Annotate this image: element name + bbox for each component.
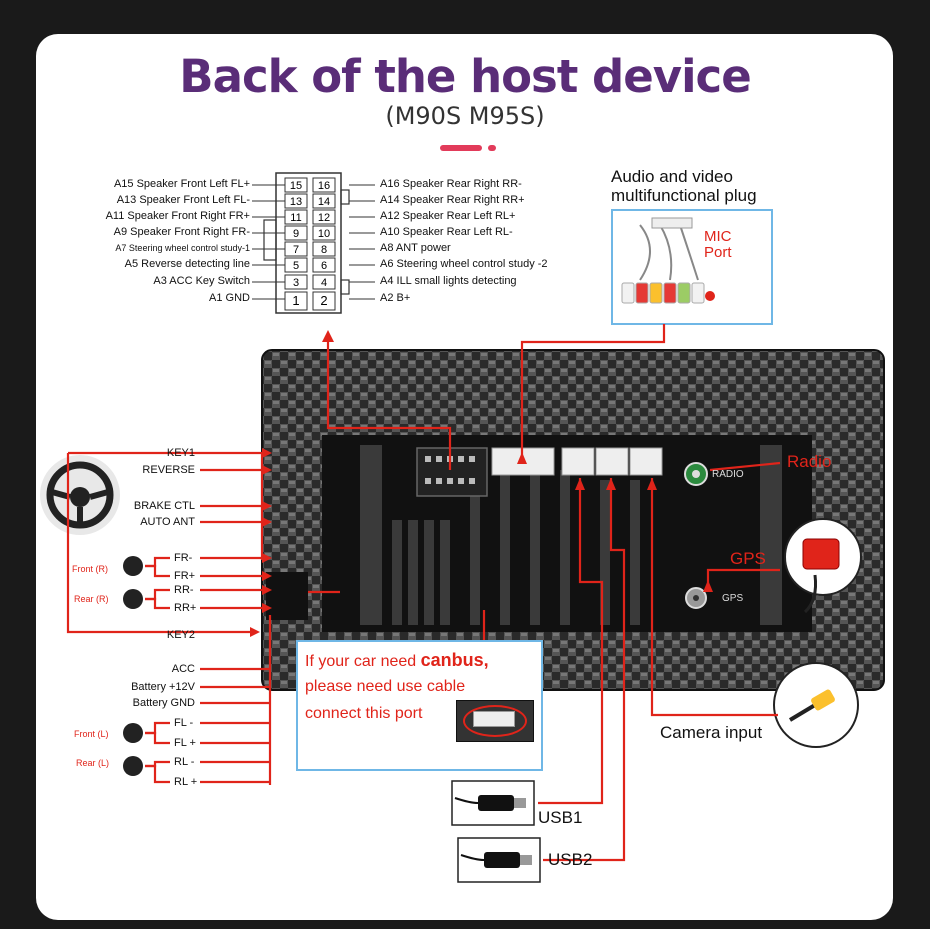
pin-label-right: A4 ILL small lights detecting (380, 275, 517, 287)
pin-number: 14 (318, 196, 330, 208)
pin-label-right: A10 Speaker Rear Left RL- (380, 226, 513, 238)
rear-r-label: Rear (R) (74, 594, 109, 604)
pin-label-right: A16 Speaker Rear Right RR- (380, 178, 522, 190)
mic-port-label-1: MIC (704, 228, 732, 245)
pin-box-10 (312, 225, 336, 241)
wire-rl-plus: RL + (174, 776, 198, 788)
gps-jack-label: GPS (722, 593, 744, 604)
pin-number: 11 (290, 212, 301, 224)
pin-box-8 (312, 241, 336, 257)
pin-label-right: A6 Steering wheel control study -2 (380, 258, 548, 270)
canbus-line-3: connect this port (305, 705, 423, 722)
pin-label-right: A12 Speaker Rear Left RL+ (380, 210, 516, 222)
wire-acc: ACC (171, 663, 195, 675)
pin-number: 6 (321, 260, 327, 272)
pin-box-16 (312, 177, 336, 193)
pin-number: 16 (318, 180, 330, 192)
gps-antenna-icon (784, 518, 862, 614)
canbus-line-1a: If your car need (305, 653, 421, 670)
front-l-label: Front (L) (74, 729, 109, 739)
usb2-label: USB2 (548, 850, 593, 869)
av-plug-title-1: Audio and video (611, 167, 733, 186)
pin-label-left: A13 Speaker Front Left FL- (116, 194, 250, 206)
usb1-label: USB1 (538, 808, 583, 827)
wire-auto-ant: AUTO ANT (140, 516, 195, 528)
wire-reverse: REVERSE (142, 464, 195, 476)
pin-number: 9 (293, 228, 299, 240)
mic-port-label-2: Port (704, 244, 732, 261)
pin-box-14 (312, 193, 336, 209)
pin-number: 10 (318, 228, 330, 240)
pin-label-right: A14 Speaker Rear Right RR+ (380, 194, 525, 206)
rear-l-label: Rear (L) (76, 758, 110, 768)
arrow-heads (250, 330, 713, 637)
wire-key1: KEY1 (166, 447, 195, 459)
pin-number: 8 (321, 244, 327, 256)
canbus-line-1: If your car need canbus, (305, 650, 489, 671)
pin-label-left: A11 Speaker Front Right FR+ (105, 210, 250, 222)
page-title: Back of the host device (179, 50, 751, 103)
pin-label-left: A5 Reverse detecting line (124, 258, 250, 270)
wire-fr-minus: FR- (174, 552, 193, 564)
wire-fr-plus: FR+ (174, 570, 196, 582)
page-subtitle: (M90S M95S) (385, 102, 545, 130)
wire-battery: Battery +12V (131, 681, 195, 693)
red-wires (66, 324, 781, 862)
canbus-line-2: please need use cable (305, 678, 466, 695)
pin-box-1 (284, 291, 308, 311)
wire-fl-plus: FL + (174, 737, 196, 749)
front-r-label: Front (R) (72, 564, 108, 574)
camera-input-label: Camera input (660, 723, 763, 742)
wire-brake: BRAKE CTL (133, 500, 195, 512)
pin-number: 13 (290, 196, 302, 208)
pin-leader-lines (252, 184, 375, 300)
pinout-connector (263, 172, 350, 314)
canbus-emphasis: canbus, (420, 650, 489, 670)
pin-label-left: A3 ACC Key Switch (153, 275, 250, 287)
pin-number: 12 (318, 212, 330, 224)
canbus-port-photo (456, 700, 534, 742)
camera-jack-icon (773, 662, 859, 748)
av-plug-box (611, 209, 773, 325)
pin-label-right: A8 ANT power (380, 242, 451, 254)
wire-rr-plus: RR+ (174, 602, 197, 614)
steering-wheel-icon (40, 455, 120, 535)
pin-box-12 (312, 209, 336, 225)
wire-fl-minus: FL - (174, 717, 194, 729)
radio-label: Radio (787, 452, 832, 471)
wire-rr-minus: RR- (174, 584, 194, 596)
radio-jack-label: RADIO (712, 469, 744, 480)
pin-number: 2 (320, 293, 327, 308)
wire-key2: KEY2 (166, 629, 195, 641)
host-device (261, 349, 885, 691)
pin-number: 3 (293, 277, 299, 289)
gps-label: GPS (730, 549, 766, 568)
pin-label-left: A7 Steering wheel control study-1 (115, 243, 250, 253)
pin-number: 1 (292, 293, 299, 308)
divider-dot (488, 145, 496, 151)
wire-rl-minus: RL - (174, 756, 195, 768)
pin-label-right: A2 B+ (380, 292, 411, 304)
divider-dash (440, 145, 482, 151)
pin-box-2 (312, 291, 336, 311)
canbus-note-box: If your car need canbus, please need use… (296, 640, 543, 771)
pin-box-6 (312, 257, 336, 273)
pin-label-left: A15 Speaker Front Left FL+ (113, 178, 250, 190)
pin-box-4 (312, 274, 336, 290)
pin-label-left: A9 Speaker Front Right FR- (113, 226, 250, 238)
wire-battery-gnd: Battery GND (132, 697, 195, 709)
pin-number: 4 (321, 277, 327, 289)
rca-plugs (621, 217, 715, 304)
av-plug-title-2: multifunctional plug (611, 186, 757, 205)
speaker-icons (123, 556, 143, 776)
pin-number: 15 (290, 180, 302, 192)
pin-label-left: A1 GND (209, 292, 250, 304)
pin-boxes: 15 13 11 9 7 5 3 1 16 14 12 10 8 6 4 2 (284, 177, 336, 311)
pin-number: 5 (293, 260, 299, 272)
pin-number: 7 (293, 244, 299, 256)
